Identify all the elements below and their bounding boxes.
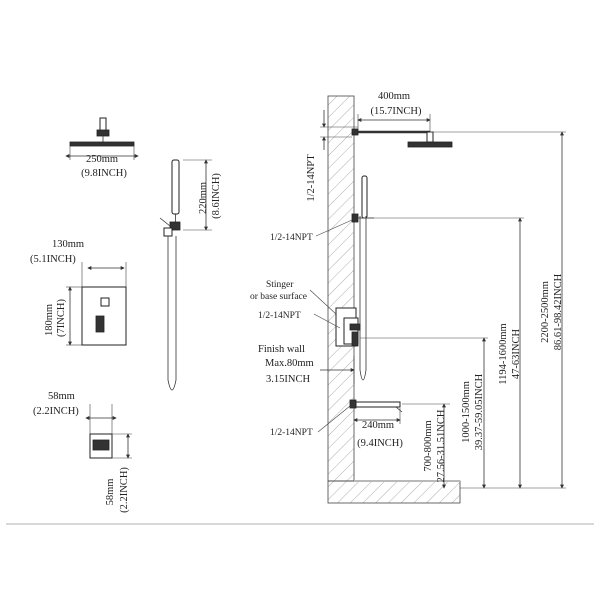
finish-wall-max: Max.80mm bbox=[265, 358, 314, 369]
arm-length-mm: 400mm bbox=[378, 91, 410, 102]
thread-label-spout: 1/2-14NPT bbox=[270, 428, 313, 438]
wall-section bbox=[327, 95, 461, 504]
valve-width-mm: 130mm bbox=[52, 239, 84, 250]
height-bar-in: 47-63INCH bbox=[511, 329, 522, 380]
module-height-in: (2.2INCH) bbox=[119, 467, 130, 513]
finish-wall-dim bbox=[320, 356, 355, 384]
rain-head-width-in: (9.8INCH) bbox=[81, 168, 127, 179]
hand-shower-height-mm: 220mm bbox=[198, 182, 209, 214]
height-bar-mm: 1194-1600mm bbox=[498, 323, 509, 384]
rain-head-width-mm: 250mm bbox=[86, 154, 118, 165]
valve-height-mm: 180mm bbox=[44, 304, 55, 336]
valve-height-in: (7INCH) bbox=[56, 299, 67, 337]
height-dimensions bbox=[360, 131, 566, 489]
stinger-label-line1: Stinger bbox=[266, 280, 294, 290]
spout-length-mm: 240mm bbox=[362, 420, 394, 431]
thread-label-mid: 1/2-14NPT bbox=[270, 233, 313, 243]
thread-label-valve: 1/2-14NPT bbox=[258, 311, 301, 321]
spout-length-in: (9.4INCH) bbox=[357, 438, 403, 449]
shower-arm-and-head bbox=[320, 110, 453, 150]
hand-shower-height-in: (8.6INCH) bbox=[211, 173, 222, 219]
height-spout-mm: 700-800mm bbox=[423, 420, 434, 471]
tub-spout bbox=[317, 399, 403, 433]
thread-label-top: 1/2-14NPT bbox=[306, 154, 317, 202]
finish-wall-max-in: 3.15INCH bbox=[266, 374, 310, 385]
rain-head-drawing bbox=[65, 117, 139, 160]
height-head-in: 86.61-98.42INCH bbox=[553, 273, 564, 350]
module-width-mm: 58mm bbox=[48, 391, 75, 402]
module-height-mm: 58mm bbox=[105, 479, 116, 506]
hand-shower-drawing bbox=[159, 159, 212, 391]
height-valve-mm: 1000-1500mm bbox=[461, 381, 472, 443]
height-head-mm: 2200-2500mm bbox=[540, 281, 551, 343]
valve-trim-drawing bbox=[66, 262, 127, 346]
height-spout-in: 27.56-31.51NCH bbox=[436, 409, 447, 482]
valve-width-in: (5.1INCH) bbox=[30, 254, 76, 265]
finish-wall-label: Finish wall bbox=[258, 344, 305, 355]
arm-length-in: (15.7INCH) bbox=[370, 106, 422, 117]
stinger-label-line2: or base surface bbox=[250, 291, 307, 302]
valve-body bbox=[309, 289, 361, 347]
height-valve-in: 39.37-59.05INCH bbox=[474, 373, 485, 450]
small-module-drawing bbox=[85, 404, 132, 459]
module-width-in: (2.2INCH) bbox=[33, 406, 79, 417]
